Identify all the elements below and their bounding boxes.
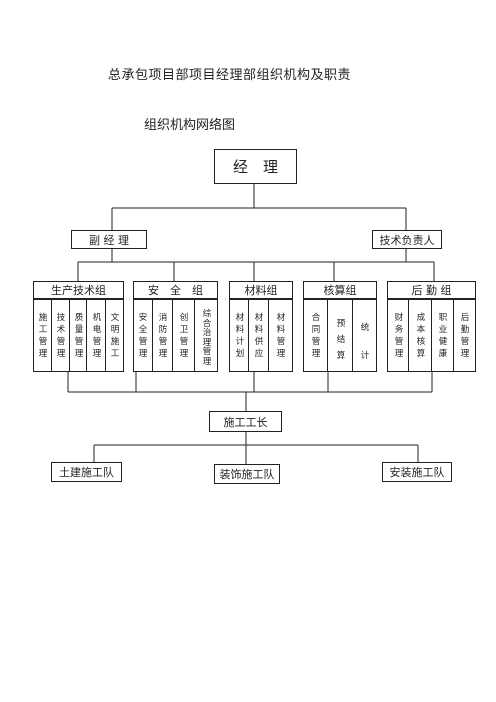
team-decoration: 装饰施工队 (214, 464, 280, 484)
item-comprehensive-mgmt: 综合治理管理 (202, 309, 212, 367)
dept-production-tech-col: 文明施工 (105, 299, 124, 372)
dept-logistics-col: 财务管理 (387, 299, 409, 372)
dept-production-tech-col: 施工管理 (33, 299, 52, 372)
dept-materials-col: 材料管理 (268, 299, 293, 372)
dept-materials-col: 材料供应 (248, 299, 269, 372)
manager-box: 经 理 (214, 149, 297, 184)
item-electromech-mgmt: 机电管理 (92, 313, 102, 359)
dept-materials: 材料组 (229, 281, 293, 299)
item-safety-mgmt: 安全管理 (138, 313, 148, 359)
item-fire-mgmt: 消防管理 (158, 313, 168, 359)
dept-safety: 安 全 组 (133, 281, 218, 299)
item-material-supply: 材料供应 (254, 313, 264, 359)
team-installation: 安装施工队 (382, 462, 452, 482)
dept-accounting-col: 合同管理 (303, 299, 328, 372)
tech-lead-box: 技术负责人 (372, 230, 442, 249)
chart-subtitle: 组织机构网络图 (144, 118, 236, 133)
item-statistics: 统计 (360, 323, 370, 361)
foreman-box: 施工工长 (209, 411, 282, 432)
dept-safety-col: 综合治理管理 (194, 299, 218, 372)
dept-safety-col: 消防管理 (152, 299, 173, 372)
item-construction-mgmt: 施工管理 (38, 313, 48, 359)
item-finance-mgmt: 财务管理 (394, 313, 404, 359)
dept-accounting-col: 统计 (352, 299, 377, 372)
dept-logistics-col: 后勤管理 (453, 299, 476, 372)
item-material-mgmt: 材料管理 (276, 313, 286, 359)
item-quality-mgmt: 质量管理 (74, 313, 84, 359)
item-sanitation-mgmt: 创卫管理 (179, 313, 189, 359)
item-occupational-health: 职业健康 (438, 313, 448, 359)
dept-logistics: 后 勤 组 (387, 281, 476, 299)
document-title: 总承包项目部项目经理部组织机构及职责 (108, 68, 352, 83)
dept-production-tech-col: 技术管理 (51, 299, 70, 372)
dept-accounting-col: 预结算 (327, 299, 353, 372)
dept-safety-col: 安全管理 (133, 299, 153, 372)
dept-accounting: 核算组 (303, 281, 377, 299)
dept-logistics-col: 成本核算 (408, 299, 432, 372)
dept-safety-col: 创卫管理 (172, 299, 195, 372)
dept-materials-col: 材料计划 (229, 299, 249, 372)
dept-production-tech-col: 机电管理 (86, 299, 106, 372)
item-logistics-mgmt: 后勤管理 (460, 313, 470, 359)
item-civilized-construction: 文明施工 (110, 313, 120, 359)
item-contract-mgmt: 合同管理 (311, 313, 321, 359)
item-cost-accounting: 成本核算 (416, 313, 426, 359)
item-material-plan: 材料计划 (235, 313, 245, 359)
item-budget-settlement: 预结算 (336, 319, 346, 361)
dept-production-tech: 生产技术组 (33, 281, 124, 299)
team-civil: 土建施工队 (51, 462, 122, 482)
dept-production-tech-col: 质量管理 (69, 299, 87, 372)
item-technical-mgmt: 技术管理 (56, 313, 66, 359)
dept-logistics-col: 职业健康 (431, 299, 454, 372)
deputy-manager-box: 副 经 理 (71, 230, 147, 249)
